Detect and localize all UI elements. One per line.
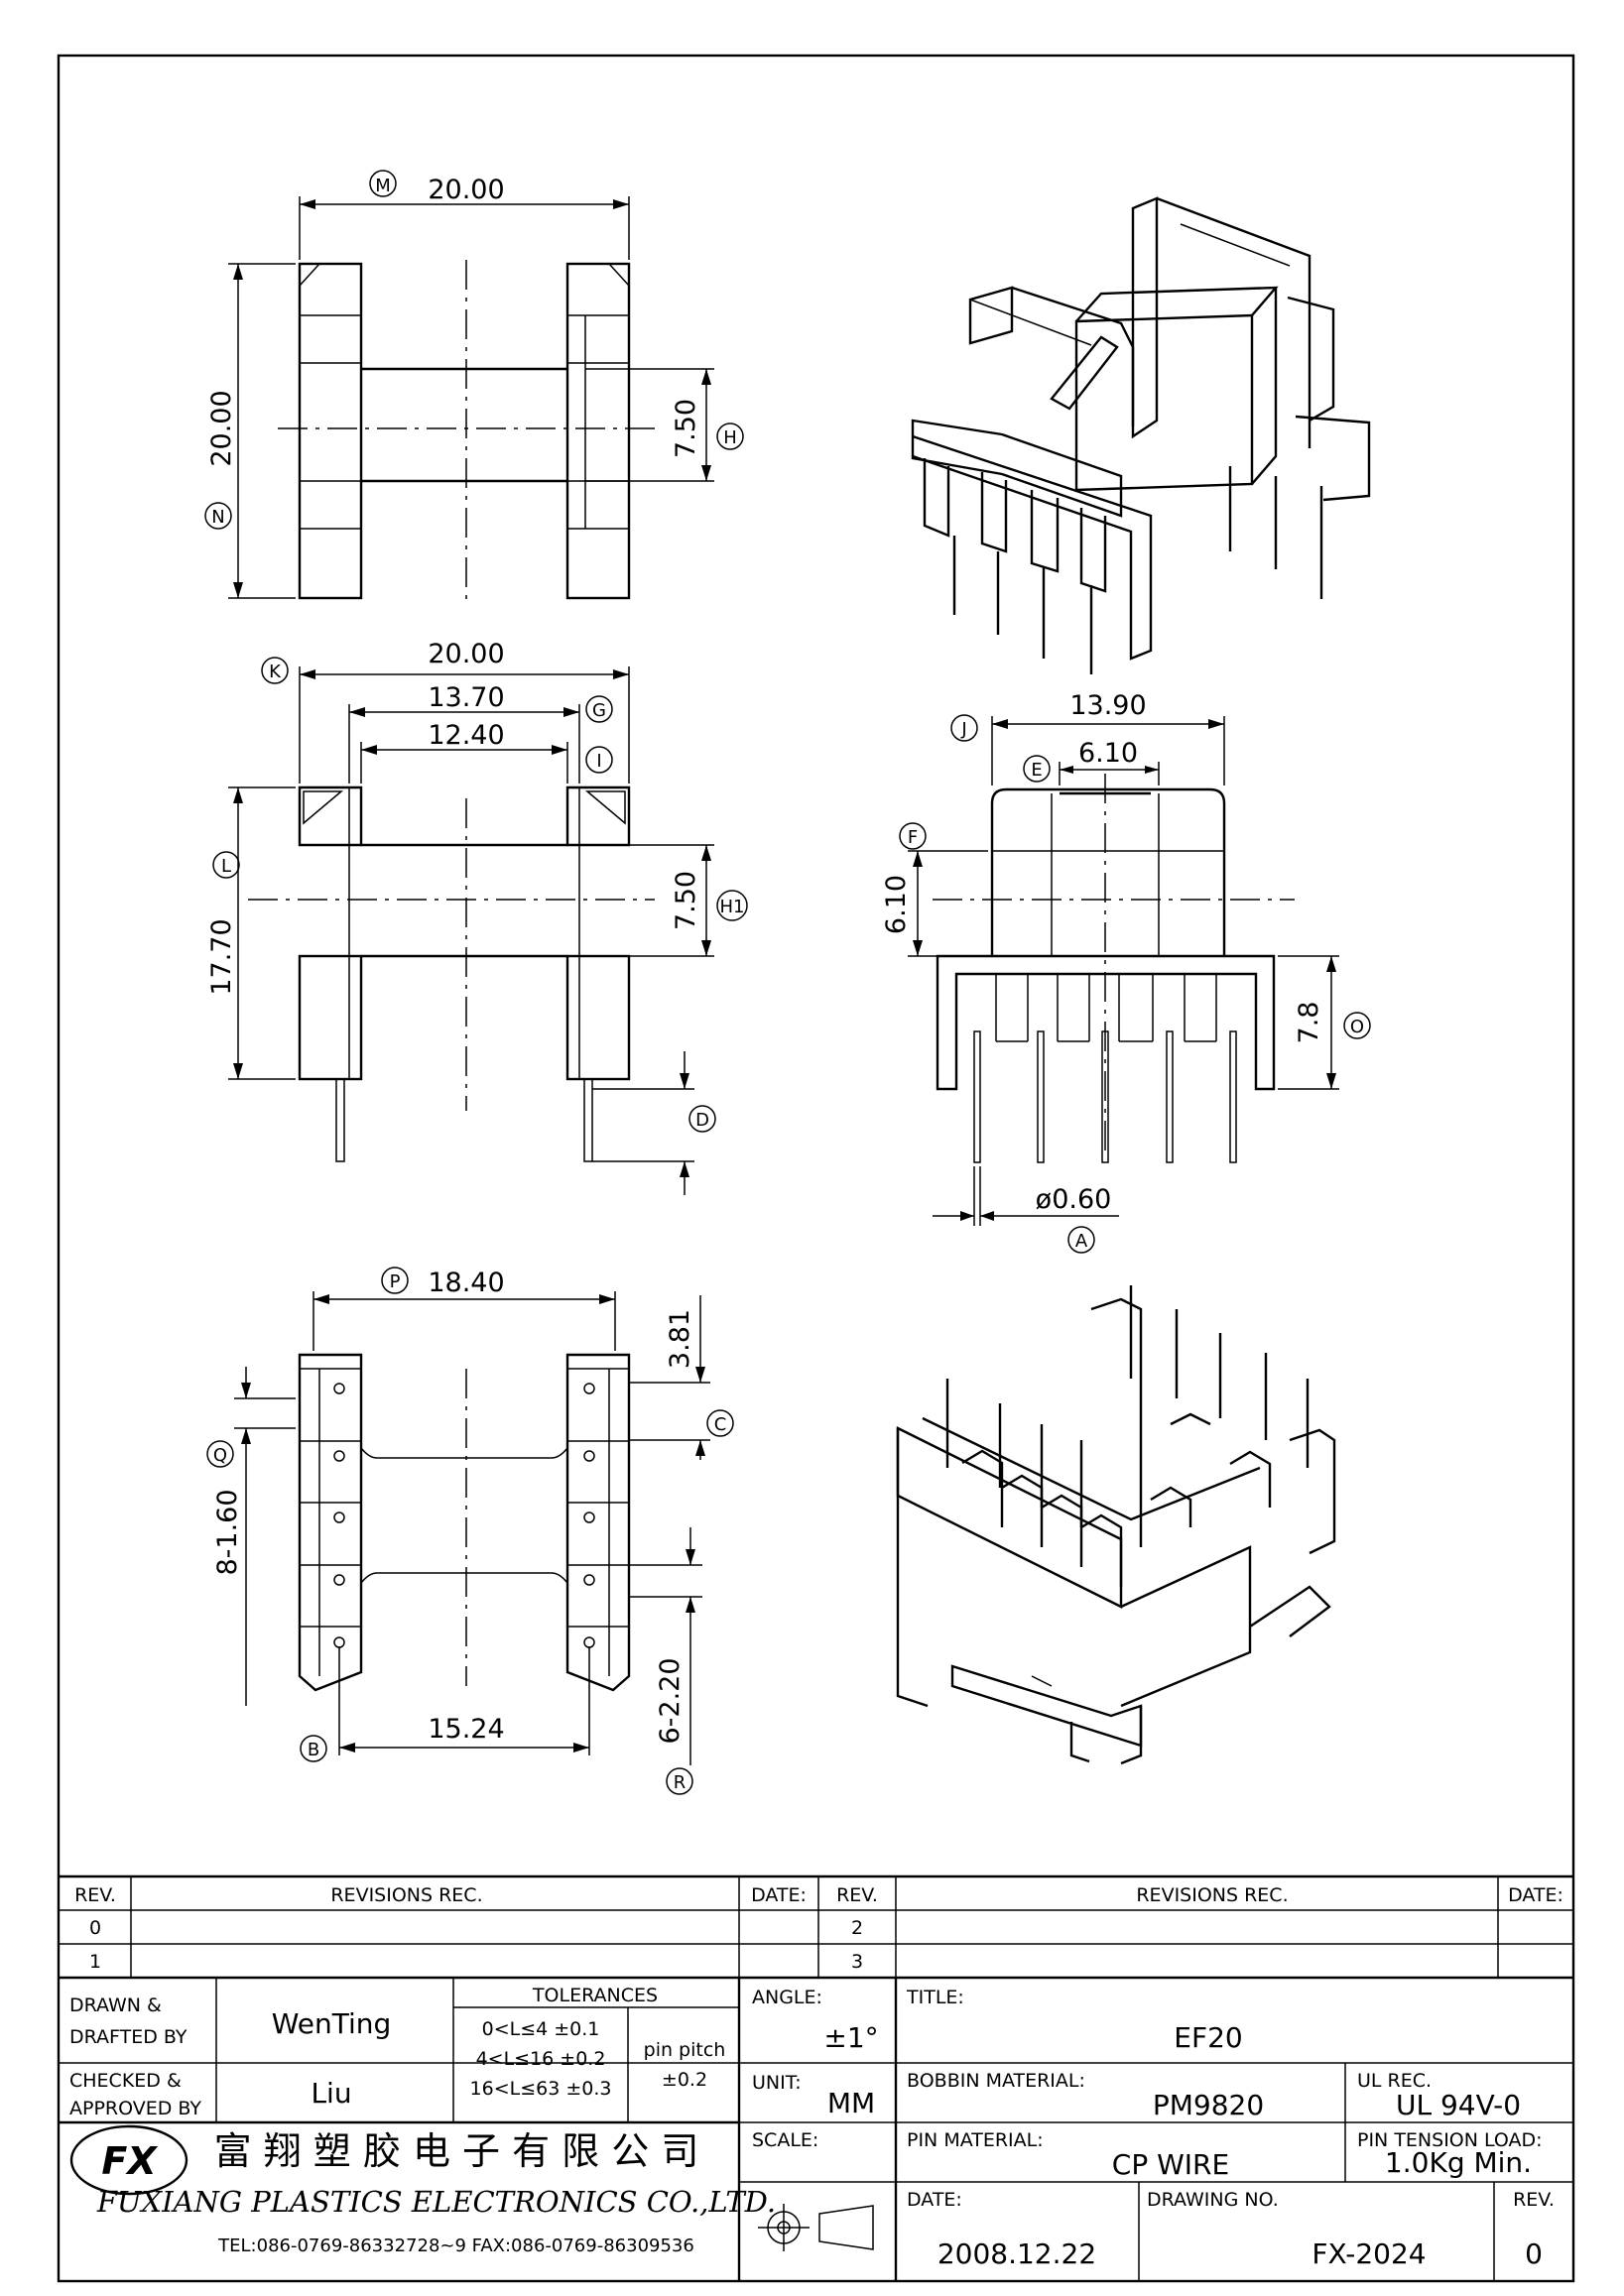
balloon-g: G	[592, 700, 606, 721]
checked-label-1: CHECKED &	[69, 2070, 182, 2092]
bobbin-material: PM9820	[1153, 2089, 1264, 2121]
company-logo	[69, 2124, 188, 2196]
tolerance-row-2: 4<L≤16 ±0.2	[476, 2048, 606, 2070]
drawing-no-label: DRAWING NO.	[1147, 2189, 1279, 2211]
balloon-d: D	[695, 1110, 709, 1131]
rev-header-left: REV.	[74, 1884, 116, 1906]
dim-n: 20.00	[206, 390, 237, 466]
top-view: M 20.00 20.00 N 7.50 H	[204, 170, 744, 605]
date-label: DATE:	[907, 2189, 962, 2211]
scale-label: SCALE:	[752, 2129, 818, 2151]
balloon-e: E	[1031, 760, 1042, 781]
balloon-q: Q	[213, 1445, 227, 1466]
checked-label-2: APPROVED BY	[69, 2098, 201, 2119]
pin-tension: 1.0Kg Min.	[1385, 2146, 1532, 2179]
balloon-j: J	[960, 719, 966, 740]
dim-f: 6.10	[881, 875, 912, 934]
revisions-header-left: REVISIONS REC.	[330, 1884, 482, 1906]
dim-e: 6.10	[1078, 738, 1138, 769]
drawn-by: WenTing	[272, 2007, 392, 2040]
balloon-h1: H1	[720, 897, 745, 917]
dim-k: 20.00	[428, 639, 504, 669]
tolerance-row-1: 0<L≤4 ±0.1	[482, 2018, 600, 2040]
part-title: EF20	[1174, 2021, 1242, 2054]
dim-r: 6-2.20	[655, 1657, 686, 1744]
rev-row-1: 1	[89, 1951, 101, 1973]
pin-pitch-label: pin pitch	[644, 2039, 726, 2061]
bottom-view: 18.40 P 3.81 C 8-1.60 Q 15.24 B	[206, 1267, 734, 1795]
rev-row-0: 0	[89, 1917, 101, 1939]
revisions-header-right: REVISIONS REC.	[1136, 1884, 1288, 1906]
dim-r-top: 3.81	[665, 1309, 695, 1369]
isometric-view-bottom	[896, 1285, 1336, 1765]
tolerance-row-3: 16<L≤63 ±0.3	[470, 2078, 612, 2100]
date-header-right: DATE:	[1508, 1884, 1563, 1906]
revision-table: REV. REVISIONS REC. DATE: REV. REVISIONS…	[59, 1874, 1573, 1980]
isometric-view-top	[911, 196, 1371, 674]
company-name-cn: 富 翔 塑 胶 电 子 有 限 公 司	[214, 2129, 699, 2173]
balloon-m: M	[375, 176, 391, 196]
balloon-c: C	[714, 1414, 727, 1435]
balloon-f: F	[908, 827, 918, 848]
company-logo-text: FX	[101, 2139, 158, 2183]
dim-q: 8-1.60	[212, 1489, 243, 1575]
title-block: DRAWN & DRAFTED BY WenTing CHECKED & APP…	[59, 1978, 1573, 2281]
front-view: 13.90 J 6.10 E 6.10 F 7.8 O	[881, 690, 1371, 1254]
dim-h: 7.50	[671, 399, 701, 458]
checked-by: Liu	[311, 2077, 351, 2110]
angle-value: ±1°	[823, 2021, 878, 2054]
dim-h1: 7.50	[671, 871, 701, 930]
balloon-a: A	[1075, 1231, 1088, 1252]
balloon-p: P	[390, 1271, 401, 1292]
balloon-l: L	[221, 856, 231, 877]
drawn-label-2: DRAFTED BY	[69, 2026, 187, 2048]
side-view: 20.00 K 13.70 G 12.40 I 17.70 L	[206, 639, 748, 1195]
bobbin-material-label: BOBBIN MATERIAL:	[907, 2070, 1085, 2092]
title-label: TITLE:	[906, 1987, 964, 2008]
rev-row-2: 2	[851, 1917, 863, 1939]
balloon-b: B	[308, 1740, 319, 1760]
balloon-k: K	[269, 662, 282, 682]
rev-label: REV.	[1513, 2189, 1555, 2211]
date-header-left: DATE:	[751, 1884, 807, 1906]
dim-j: 13.90	[1069, 690, 1146, 721]
angle-label: ANGLE:	[752, 1987, 822, 2008]
dim-i: 12.40	[428, 720, 504, 751]
company-name-en: FUXIANG PLASTICS ELECTRONICS CO.,LTD.	[96, 2185, 776, 2219]
balloon-n: N	[211, 507, 224, 528]
dim-m: 20.00	[428, 175, 504, 205]
pin-tension-label: PIN TENSION LOAD:	[1357, 2129, 1543, 2151]
dim-g: 13.70	[428, 682, 504, 713]
pin-material-label: PIN MATERIAL:	[907, 2129, 1044, 2151]
rev-header-right: REV.	[836, 1884, 878, 1906]
dim-l: 17.70	[206, 918, 237, 995]
pin-pitch-tolerance: ±0.2	[662, 2069, 707, 2091]
pin-material: CP WIRE	[1112, 2148, 1229, 2181]
tolerances-title: TOLERANCES	[532, 1985, 658, 2006]
revision: 0	[1525, 2237, 1543, 2270]
balloon-i: I	[596, 751, 601, 772]
dim-a: ø0.60	[1036, 1184, 1112, 1215]
balloon-r: R	[674, 1772, 687, 1793]
dim-o: 7.8	[1294, 1002, 1324, 1044]
dim-p: 18.40	[428, 1268, 504, 1298]
company-contact: TEL:086-0769-86332728~9 FAX:086-0769-863…	[217, 2236, 694, 2256]
drawing-number: FX-2024	[1312, 2237, 1426, 2270]
drawing-date: 2008.12.22	[937, 2237, 1096, 2270]
unit-label: UNIT:	[752, 2072, 802, 2094]
rev-row-3: 3	[851, 1951, 863, 1973]
unit-value: MM	[827, 2087, 875, 2119]
balloon-o: O	[1350, 1017, 1364, 1037]
sheet-border	[57, 54, 1575, 2283]
drawn-label-1: DRAWN &	[69, 1994, 162, 2016]
ul-rec-label: UL REC.	[1357, 2070, 1432, 2092]
balloon-h: H	[723, 427, 737, 448]
ul-rec: UL 94V-0	[1396, 2089, 1521, 2121]
dim-b: 15.24	[428, 1714, 504, 1745]
